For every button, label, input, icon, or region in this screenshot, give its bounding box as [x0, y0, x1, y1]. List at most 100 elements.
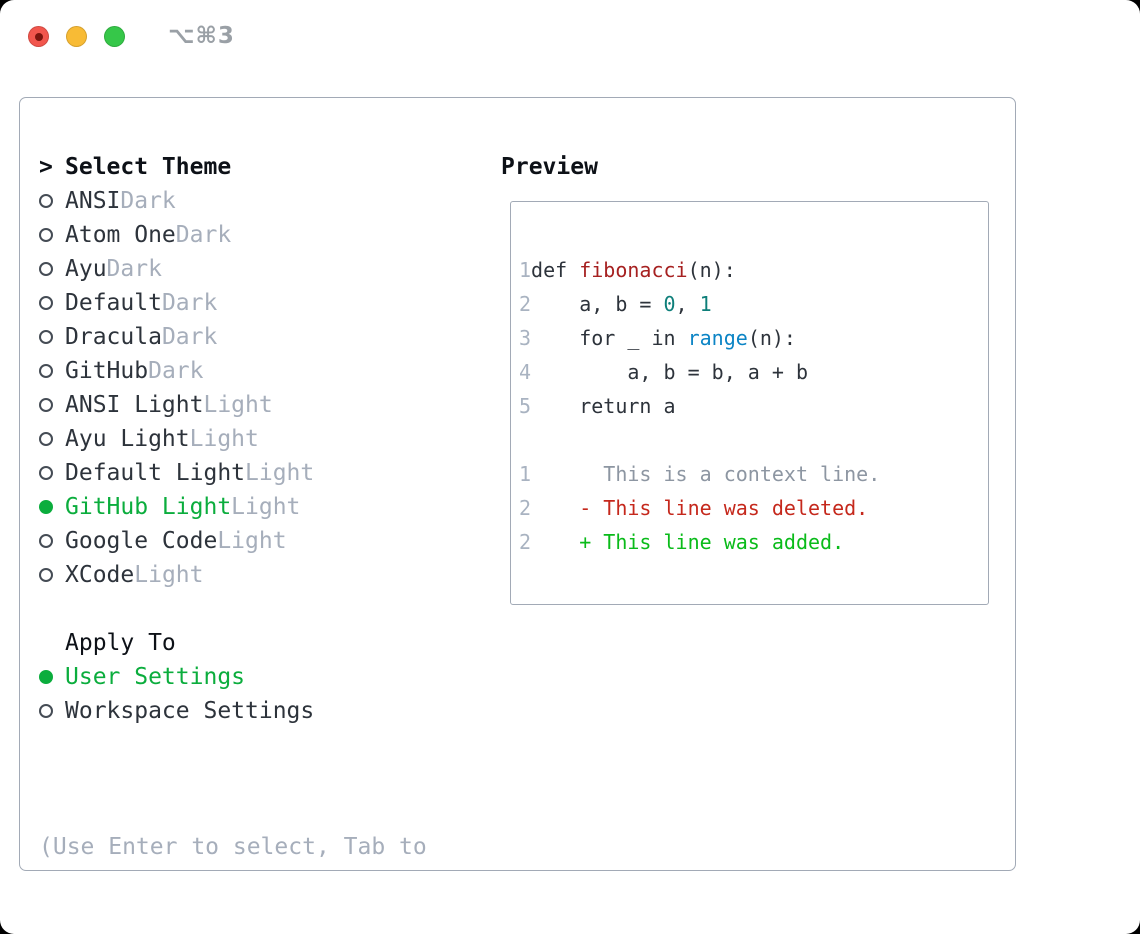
theme-option[interactable]: Default Dark: [39, 286, 314, 320]
apply-to-heading: Apply To: [39, 626, 314, 660]
minimize-button[interactable]: [66, 26, 87, 47]
code-segment: (n):: [687, 258, 736, 282]
theme-variant-tag: Light: [134, 562, 204, 588]
line-number: 2: [519, 530, 532, 554]
theme-name: XCode: [65, 562, 135, 588]
code-segment: This is a context line.: [531, 462, 881, 486]
theme-variant-tag: Dark: [161, 290, 218, 316]
code-line: 4 a, b = b, a + b: [519, 355, 880, 389]
theme-name: ANSI: [65, 188, 121, 214]
theme-name: ANSI Light: [65, 392, 204, 418]
line-number: 1: [519, 462, 532, 486]
radio-unselected-icon: [39, 330, 53, 344]
code-segment: return a: [531, 394, 676, 418]
theme-variant-tag: Light: [203, 392, 273, 418]
theme-option[interactable]: Ayu Light Light: [39, 422, 314, 456]
code-segment: + This line was added.: [531, 530, 845, 554]
theme-option[interactable]: Atom One Dark: [39, 218, 314, 252]
theme-name: Ayu: [65, 256, 107, 282]
radio-unselected-icon: [39, 704, 53, 718]
theme-variant-tag: Light: [245, 460, 315, 486]
theme-name: GitHub Light: [65, 494, 232, 520]
radio-unselected-icon: [39, 194, 53, 208]
radio-unselected-icon: [39, 262, 53, 276]
apply-option-label: Workspace Settings: [65, 698, 315, 724]
code-line: 3 for _ in range(n):: [519, 321, 880, 355]
keyboard-hint: (Use Enter to select, Tab to change focu…: [39, 762, 427, 934]
code-segment: for _ in: [531, 326, 688, 350]
line-number: 2: [519, 292, 532, 316]
radio-unselected-icon: [39, 432, 53, 446]
theme-name: GitHub: [65, 358, 149, 384]
theme-list-heading-label: Select Theme: [65, 154, 232, 180]
code-segment: 0: [663, 292, 676, 316]
apply-to-heading-label: Apply To: [65, 630, 176, 656]
radio-unselected-icon: [39, 364, 53, 378]
line-number: 1: [519, 258, 532, 282]
prompt-caret-icon: >: [39, 154, 53, 180]
radio-unselected-icon: [39, 534, 53, 548]
zoom-button[interactable]: [104, 26, 125, 47]
code-segment: - This line was deleted.: [531, 496, 869, 520]
preview-heading: Preview: [501, 154, 598, 180]
theme-variant-tag: Dark: [148, 358, 204, 384]
code-line: 1 This is a context line.: [519, 457, 880, 491]
theme-variant-tag: Dark: [175, 222, 232, 248]
code-line: 1 def fibonacci(n):: [519, 253, 880, 287]
theme-variant-tag: Light: [189, 426, 259, 452]
code-segment: def: [531, 258, 580, 282]
theme-option[interactable]: GitHub Light Light: [39, 490, 314, 524]
theme-option[interactable]: Dracula Dark: [39, 320, 314, 354]
theme-option[interactable]: ANSI Light Light: [39, 388, 314, 422]
line-number: 4: [519, 360, 532, 384]
code-line: 2 - This line was deleted.: [519, 491, 880, 525]
code-segment: a, b = b, a + b: [531, 360, 808, 384]
theme-option[interactable]: GitHub Dark: [39, 354, 314, 388]
theme-variant-tag: Dark: [106, 256, 162, 282]
code-line: 2 + This line was added.: [519, 525, 880, 559]
theme-variant-tag: Dark: [120, 188, 176, 214]
radio-selected-icon: [39, 500, 53, 514]
titlebar-traffic-lights: [28, 26, 125, 47]
radio-unselected-icon: [39, 296, 53, 310]
theme-name: Google Code: [65, 528, 218, 554]
close-button[interactable]: [28, 26, 49, 47]
theme-option[interactable]: Default Light Light: [39, 456, 314, 490]
radio-unselected-icon: [39, 466, 53, 480]
theme-variant-tag: Light: [231, 494, 301, 520]
apply-option-label: User Settings: [65, 664, 246, 690]
window-title: ⌥⌘3: [168, 23, 235, 49]
line-number: 5: [519, 394, 532, 418]
theme-variant-tag: Dark: [161, 324, 218, 350]
code-segment: 1: [699, 292, 712, 316]
theme-name: Ayu Light: [65, 426, 190, 452]
code-line: 5 return a: [519, 389, 880, 423]
code-line: 2 a, b = 0, 1: [519, 287, 880, 321]
theme-name: Dracula: [65, 324, 162, 350]
code-segment: a, b =: [531, 292, 664, 316]
theme-list-heading: > Select Theme: [39, 150, 314, 184]
radio-unselected-icon: [39, 398, 53, 412]
theme-name: Atom One: [65, 222, 176, 248]
theme-option[interactable]: XCode Light: [39, 558, 314, 592]
unsaved-changes-dot-icon: [34, 32, 43, 41]
theme-option[interactable]: ANSI Dark: [39, 184, 314, 218]
theme-name: Default Light: [65, 460, 246, 486]
radio-unselected-icon: [39, 568, 53, 582]
code-line: [519, 423, 880, 457]
line-number: 2: [519, 496, 532, 520]
radio-selected-icon: [39, 670, 53, 684]
radio-unselected-icon: [39, 228, 53, 242]
theme-option[interactable]: Ayu Dark: [39, 252, 314, 286]
theme-variant-tag: Light: [217, 528, 287, 554]
theme-option[interactable]: Google Code Light: [39, 524, 314, 558]
line-number: 3: [519, 326, 532, 350]
apply-option[interactable]: Workspace Settings: [39, 694, 314, 728]
apply-option[interactable]: User Settings: [39, 660, 314, 694]
